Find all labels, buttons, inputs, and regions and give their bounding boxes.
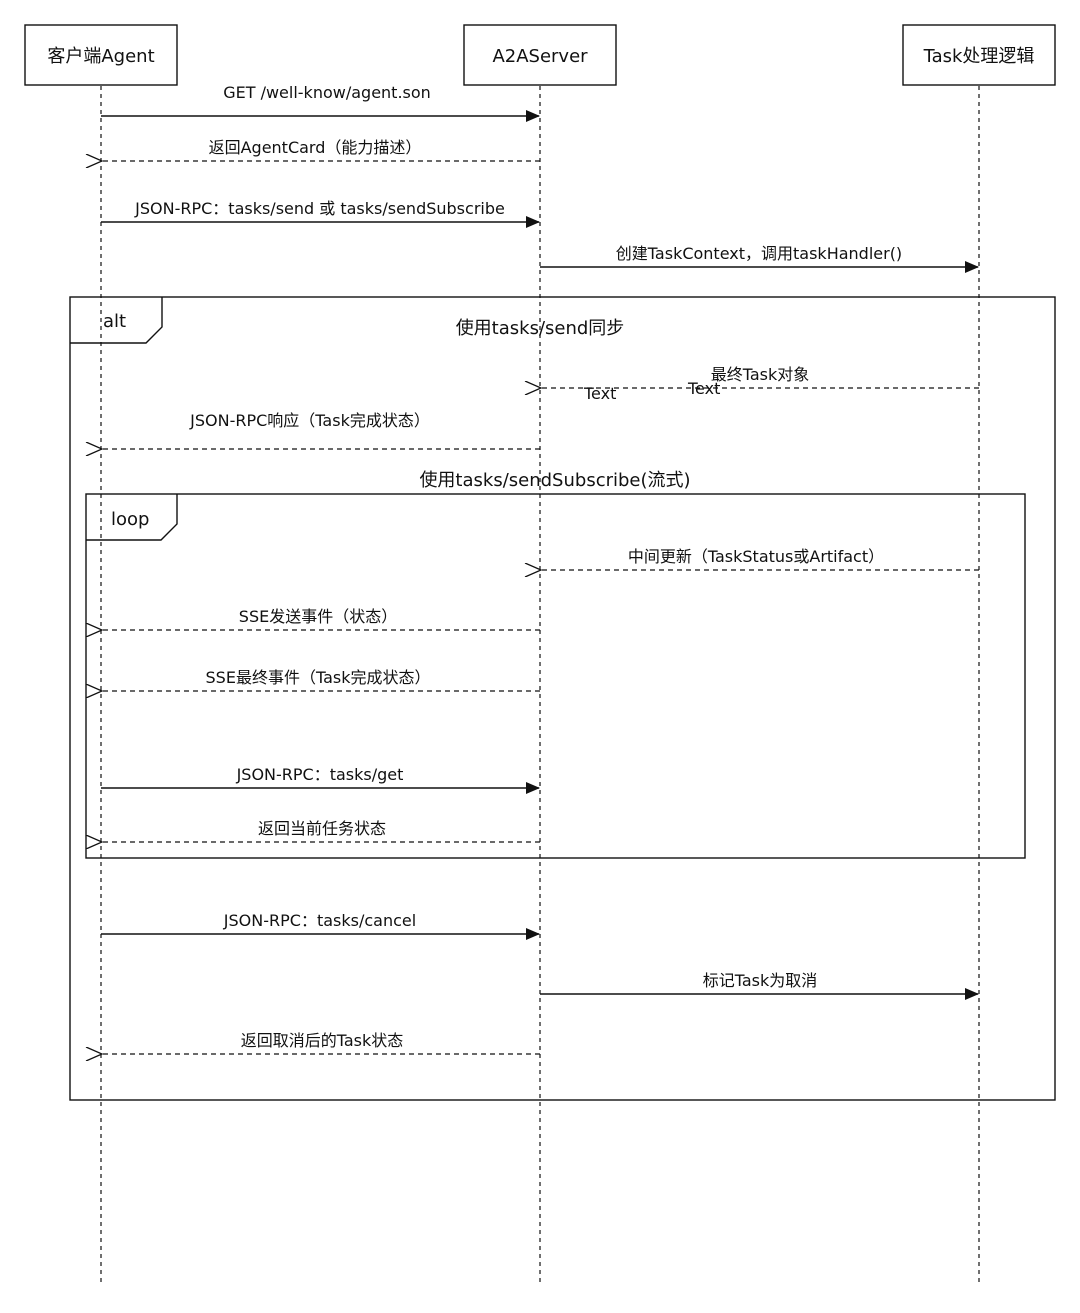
- message-tasks-get: JSON-RPC：tasks/get: [101, 765, 540, 794]
- message-mark-cancelled: 标记Task为取消: [540, 971, 979, 1000]
- message-sse-event: SSE发送事件（状态）: [102, 607, 540, 630]
- participant-client: 客户端Agent: [24, 24, 178, 86]
- stray-text-label: Text: [583, 384, 616, 403]
- message-return-current-status: 返回当前任务状态: [102, 819, 540, 842]
- message-label: JSON-RPC响应（Task完成状态）: [189, 411, 430, 430]
- message-label: 返回当前任务状态: [258, 819, 386, 838]
- message-label: 标记Task为取消: [703, 971, 818, 990]
- participant-server: A2AServer: [463, 24, 617, 86]
- message-return-agent-card: 返回AgentCard（能力描述）: [102, 138, 540, 161]
- message-return-cancelled-status: 返回取消后的Task状态: [102, 1031, 540, 1054]
- message-label: SSE最终事件（Task完成状态）: [206, 668, 431, 687]
- participant-task-label: Task处理逻辑: [923, 46, 1035, 67]
- message-label: 返回AgentCard（能力描述）: [209, 138, 422, 157]
- message-json-rpc-response: JSON-RPC响应（Task完成状态）: [102, 411, 540, 449]
- message-label: JSON-RPC：tasks/cancel: [223, 911, 416, 930]
- alt-condition-sync: 使用tasks/send同步: [456, 318, 625, 339]
- stray-text-label: Text: [687, 379, 720, 398]
- loop-frame-tag: loop: [111, 509, 149, 530]
- message-label: 返回取消后的Task状态: [241, 1031, 404, 1050]
- message-label: 最终Task对象: [711, 365, 810, 384]
- participant-task: Task处理逻辑: [902, 24, 1056, 86]
- message-intermediate-update: 中间更新（TaskStatus或Artifact）: [541, 547, 979, 570]
- message-label: 创建TaskContext，调用taskHandler(): [616, 244, 902, 263]
- participant-client-label: 客户端Agent: [47, 46, 154, 67]
- message-final-task-object: 最终Task对象: [541, 365, 979, 388]
- message-label: JSON-RPC：tasks/send 或 tasks/sendSubscrib…: [134, 199, 505, 218]
- message-create-task-context: 创建TaskContext，调用taskHandler(): [540, 244, 979, 273]
- message-label: SSE发送事件（状态）: [239, 607, 397, 626]
- message-tasks-send: JSON-RPC：tasks/send 或 tasks/sendSubscrib…: [101, 199, 540, 228]
- alt-frame: alt 使用tasks/send同步: [69, 296, 1056, 1101]
- message-label: JSON-RPC：tasks/get: [236, 765, 404, 784]
- alt-condition-streaming: 使用tasks/sendSubscribe(流式): [419, 470, 690, 491]
- message-sse-final-event: SSE最终事件（Task完成状态）: [102, 668, 540, 691]
- loop-frame: loop: [85, 493, 1026, 859]
- message-label: 中间更新（TaskStatus或Artifact）: [628, 547, 884, 566]
- message-label: GET /well-know/agent.son: [223, 83, 431, 102]
- message-tasks-cancel: JSON-RPC：tasks/cancel: [101, 911, 540, 940]
- message-get-agent-card: GET /well-know/agent.son: [101, 83, 540, 122]
- alt-frame-tag: alt: [103, 311, 126, 332]
- participant-server-label: A2AServer: [492, 46, 588, 67]
